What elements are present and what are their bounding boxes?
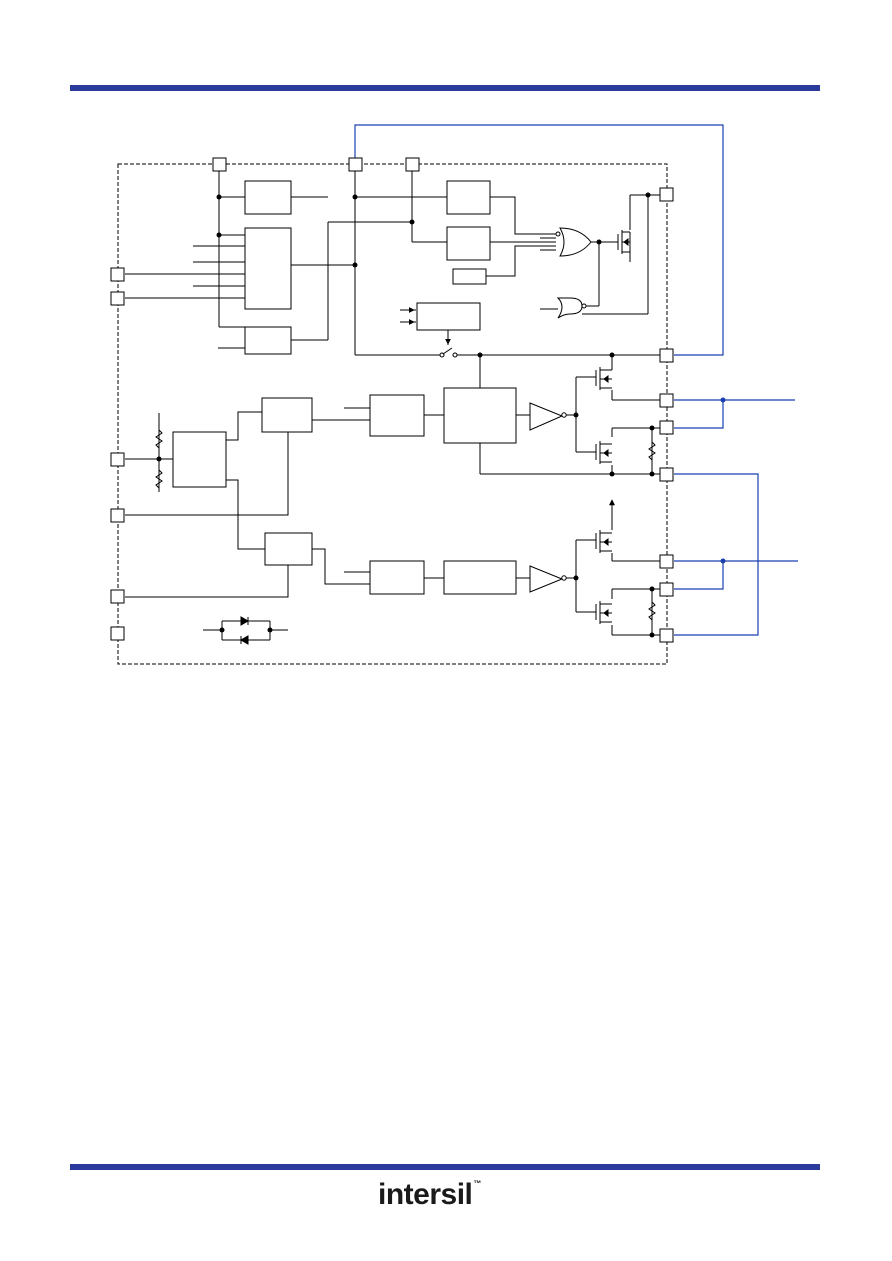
resistor-ch1 (648, 441, 656, 461)
resistor-divider-top (155, 429, 163, 449)
block-small (452, 268, 487, 285)
block-control (416, 302, 481, 331)
mosfet-enable (617, 230, 631, 254)
mosfet-ch2-high (592, 530, 612, 553)
logo-wordmark: intersil (378, 1178, 473, 1211)
pin-right-2 (659, 348, 674, 363)
resistors (155, 429, 656, 621)
block-logic (244, 227, 292, 310)
pin-right-3 (659, 393, 674, 408)
block-ch2-a (369, 560, 425, 595)
buffer-2 (529, 565, 564, 593)
net-node-2 (720, 558, 726, 564)
mosfets (592, 230, 631, 624)
pin-right-5 (659, 467, 674, 482)
block-comparator-1 (261, 397, 313, 433)
block-bias (244, 326, 292, 355)
ground-net (674, 473, 759, 636)
block-ch2-b (443, 560, 517, 595)
chip-outline (117, 163, 668, 665)
block-monitor-2 (446, 226, 491, 261)
pin-top-3 (405, 157, 420, 172)
or-gate (559, 227, 592, 257)
diode-lower (239, 635, 249, 645)
block-comparator-2 (264, 532, 313, 566)
mosfet-ch1-high (592, 367, 612, 390)
internal-wiring (125, 171, 660, 641)
and-gate-inversion (581, 303, 587, 309)
and-gate (556, 297, 583, 319)
buffer-1 (529, 402, 564, 431)
pin-right-1 (659, 187, 674, 202)
output-net-2 (674, 560, 724, 590)
block-ch1-a (369, 394, 425, 437)
diodes (239, 616, 250, 645)
external-nets (354, 124, 798, 636)
intersil-logo: intersil™ (378, 1178, 481, 1212)
pin-top-2 (348, 157, 363, 172)
switch (439, 347, 458, 358)
pin-left-6 (110, 626, 125, 641)
supply-loop-net (354, 124, 724, 356)
pin-right-8 (659, 628, 674, 643)
pin-right-4 (659, 420, 674, 435)
pin-left-1 (110, 267, 125, 282)
mosfet-ch2-low (592, 601, 612, 624)
output-net-1 (674, 399, 724, 429)
resistor-divider-bottom (155, 469, 163, 489)
net-node-1 (720, 397, 726, 403)
resistor-ch2 (648, 601, 656, 621)
block-ch1-b (443, 387, 517, 444)
logo-trademark: ™ (473, 1179, 481, 1188)
pin-right-6 (659, 554, 674, 569)
junctions (156, 192, 655, 638)
block-monitor-1 (446, 180, 491, 215)
logic-gates (555, 227, 592, 319)
pin-left-2 (110, 291, 125, 306)
function-blocks (172, 180, 517, 595)
block-select (172, 431, 227, 488)
mosfet-ch1-low (592, 441, 612, 464)
pins (110, 157, 674, 643)
pin-left-4 (110, 508, 125, 523)
or-gate-inversion (555, 231, 561, 237)
pin-left-5 (110, 589, 125, 604)
pin-right-7 (659, 582, 674, 597)
footer-rule (70, 1164, 820, 1170)
pin-top-1 (212, 157, 227, 172)
diode-upper (240, 616, 250, 626)
pin-left-3 (110, 452, 125, 467)
header-rule (70, 85, 820, 91)
block-reference (244, 180, 292, 215)
buffers (529, 402, 567, 593)
